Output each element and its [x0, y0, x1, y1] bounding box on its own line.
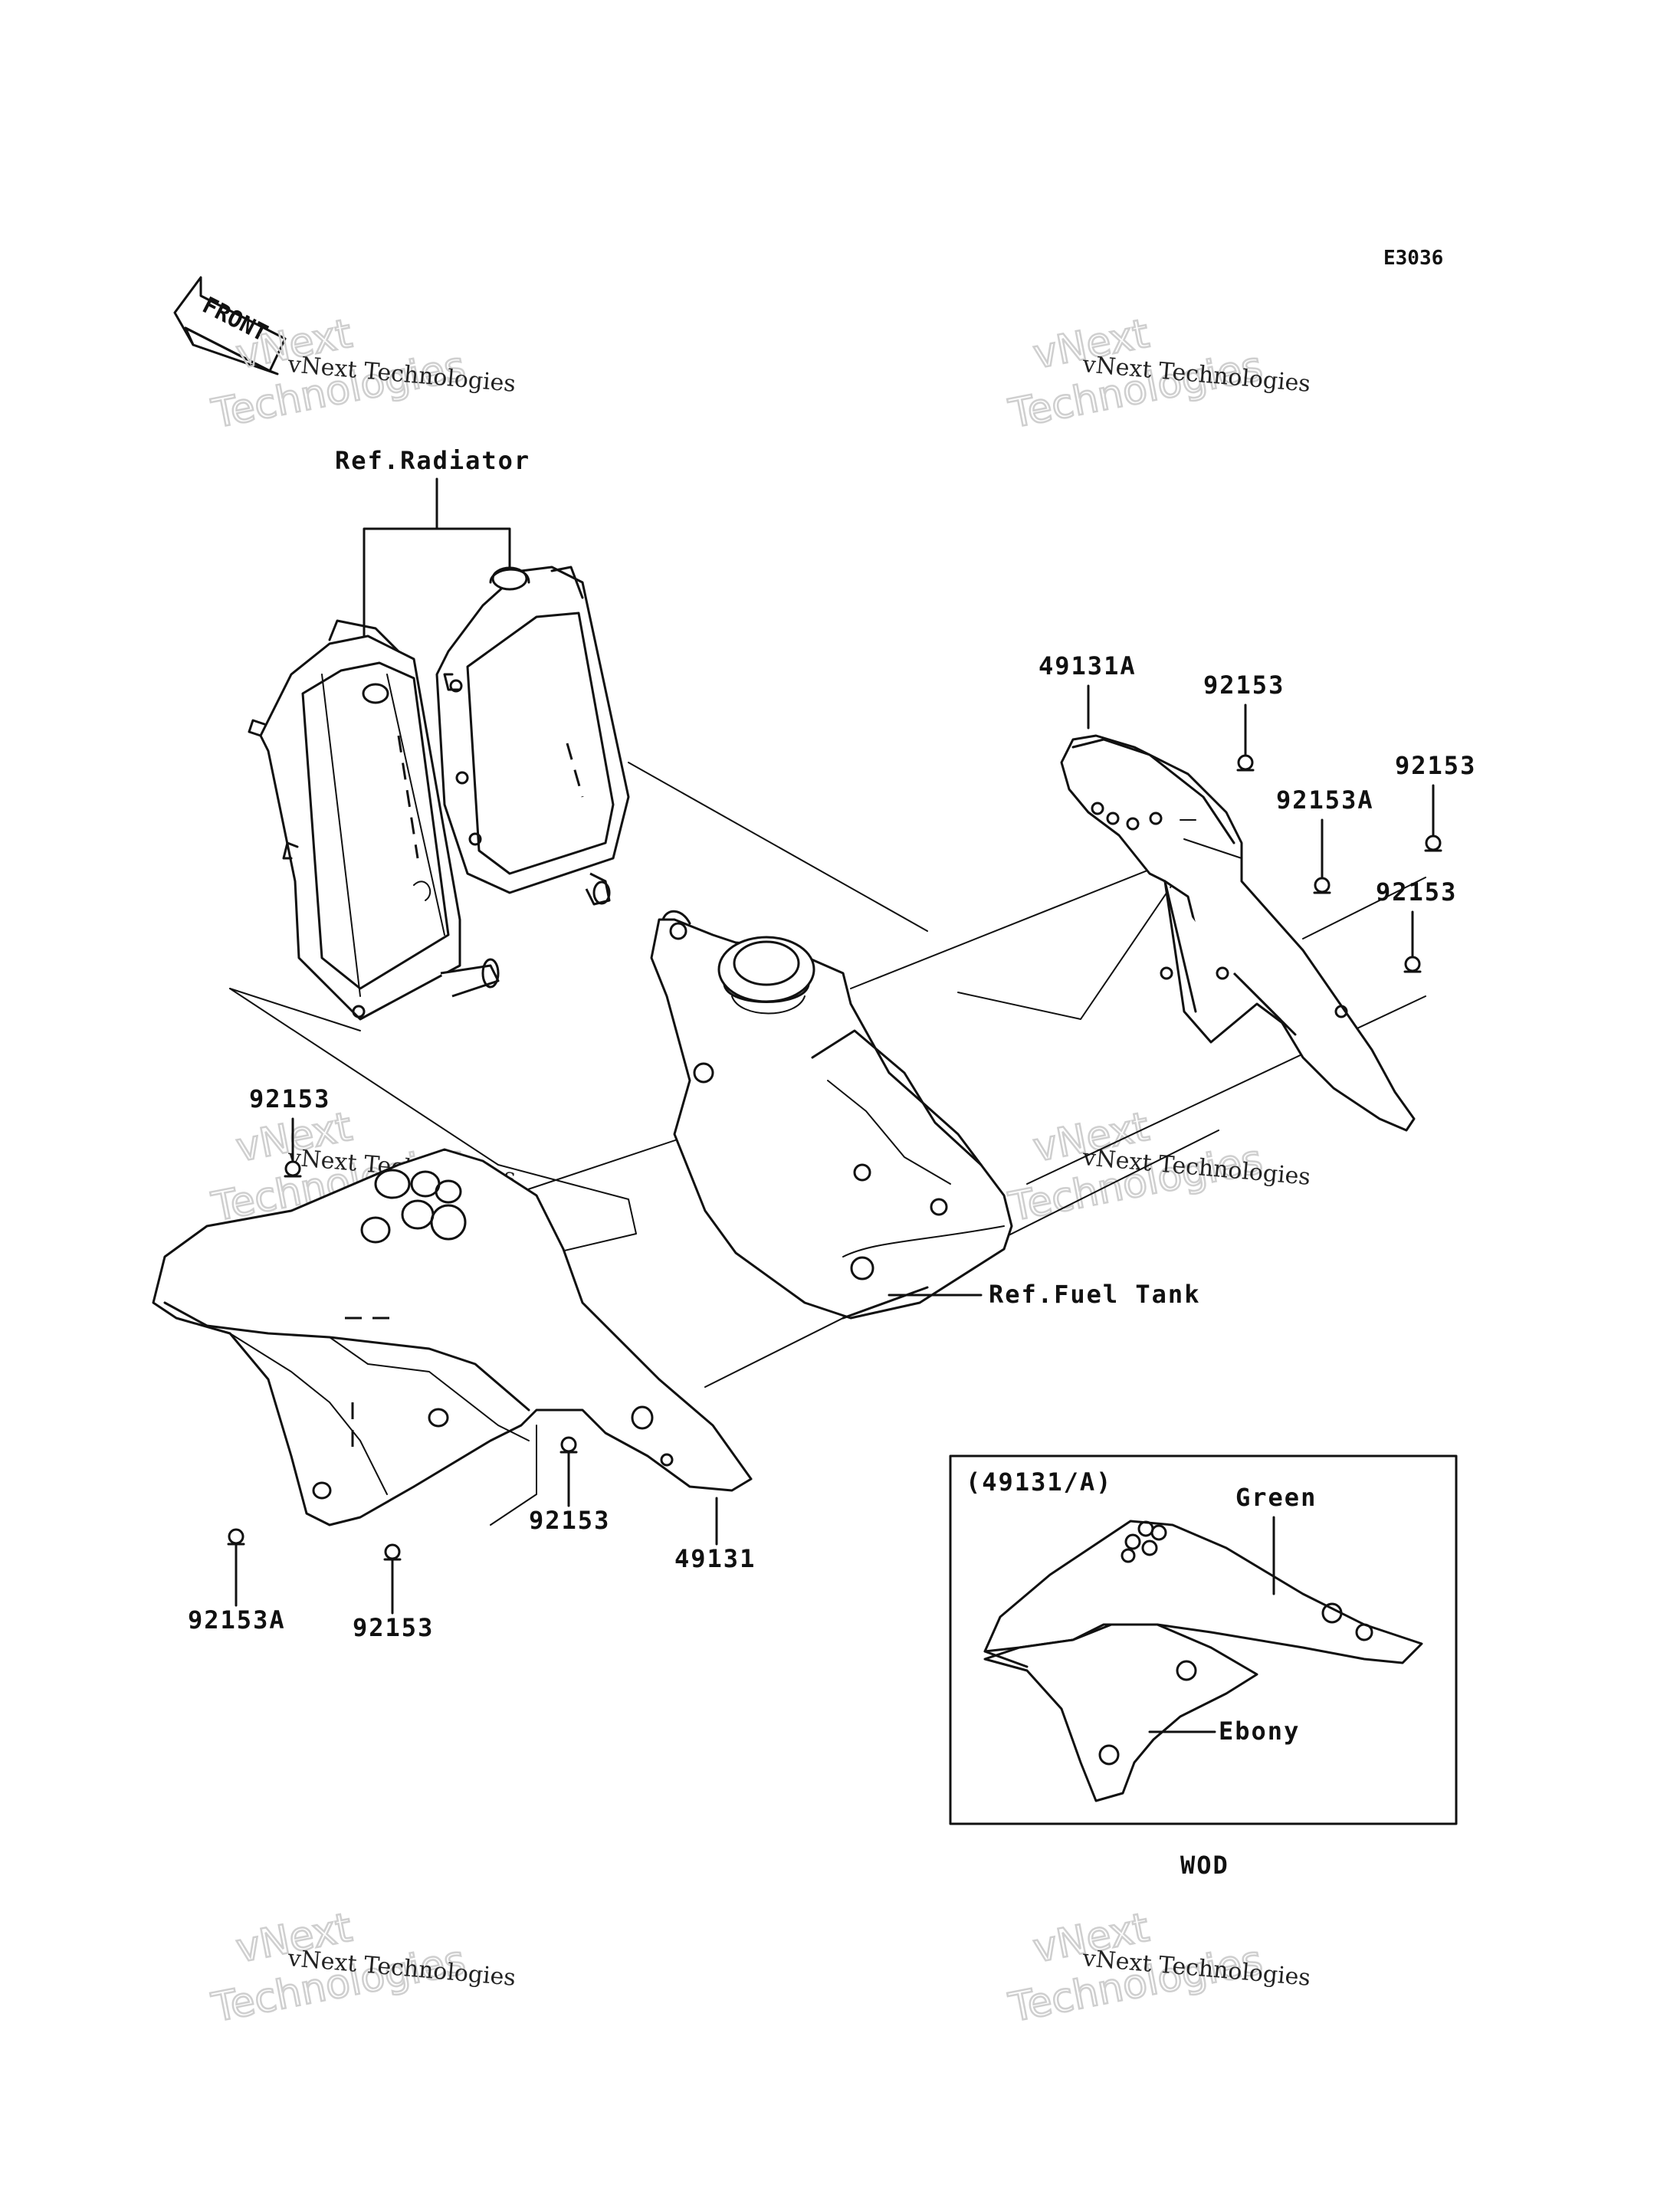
bolt-icon	[1403, 956, 1422, 973]
inset-box	[949, 1454, 1458, 1825]
part-92153-label: 92153	[529, 1506, 610, 1535]
ref-radiator-leader	[363, 477, 511, 645]
part-49131a-label: 49131A	[1039, 651, 1137, 680]
shroud-49131	[152, 1148, 753, 1526]
part-49131-label: 49131	[674, 1544, 756, 1573]
radiator-left	[248, 619, 500, 1021]
bolt-icon	[284, 1160, 302, 1178]
bolt-icon	[227, 1528, 245, 1546]
part-92153a-label: 92153A	[1276, 785, 1374, 815]
part-92153a-label: 92153A	[188, 1605, 286, 1635]
inset-shroud	[983, 1520, 1423, 1802]
part-92153-label: 92153	[1395, 751, 1476, 780]
bolt-icon	[1424, 835, 1442, 852]
inset-green-label: Green	[1235, 1483, 1317, 1512]
inset-title: (49131/A)	[966, 1467, 1112, 1497]
bolt-icon	[1236, 754, 1255, 772]
shroud-49131a	[1060, 734, 1416, 1132]
diagram-code: E3036	[1383, 247, 1443, 270]
ref-fuel-tank-label: Ref.Fuel Tank	[989, 1280, 1200, 1309]
inset-footer-label: WOD	[1180, 1851, 1229, 1880]
fuel-tank	[650, 910, 1013, 1320]
bolt-icon	[1313, 877, 1331, 894]
part-92153-label: 92153	[353, 1613, 434, 1642]
bolt-icon	[383, 1543, 402, 1561]
part-92153-label: 92153	[1376, 877, 1457, 907]
ref-radiator-label: Ref.Radiator	[335, 446, 530, 475]
part-92153-label: 92153	[249, 1084, 330, 1113]
part-92153-label: 92153	[1203, 671, 1285, 700]
bolt-icon	[559, 1436, 578, 1454]
inset-ebony-label: Ebony	[1219, 1717, 1300, 1746]
radiator-right	[435, 566, 630, 906]
